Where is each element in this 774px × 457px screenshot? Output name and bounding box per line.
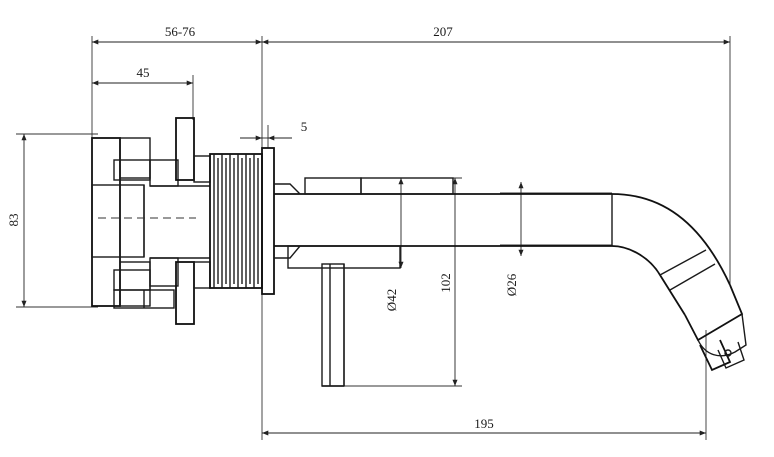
concealed-body [91, 117, 211, 325]
dim-body-height-label: 83 [6, 214, 21, 227]
extension-lines [16, 36, 731, 440]
dim-overall-height-label: 102 [438, 273, 453, 293]
wall-plate [261, 147, 275, 295]
dim-body-depth-label: 45 [137, 65, 150, 80]
dim-total-length-label: 207 [433, 24, 453, 39]
dim-spout-reach-label: 195 [474, 416, 494, 431]
dimension-lines [21, 39, 730, 436]
dim-handle-diameter-label: Ø42 [384, 289, 399, 311]
spout-assembly [274, 177, 747, 387]
dim-depth-range-label: 56-76 [165, 24, 196, 39]
dim-plate-thickness-label: 5 [301, 119, 308, 134]
threaded-sleeve [209, 153, 263, 289]
dim-spout-diameter-label: Ø26 [504, 273, 519, 296]
